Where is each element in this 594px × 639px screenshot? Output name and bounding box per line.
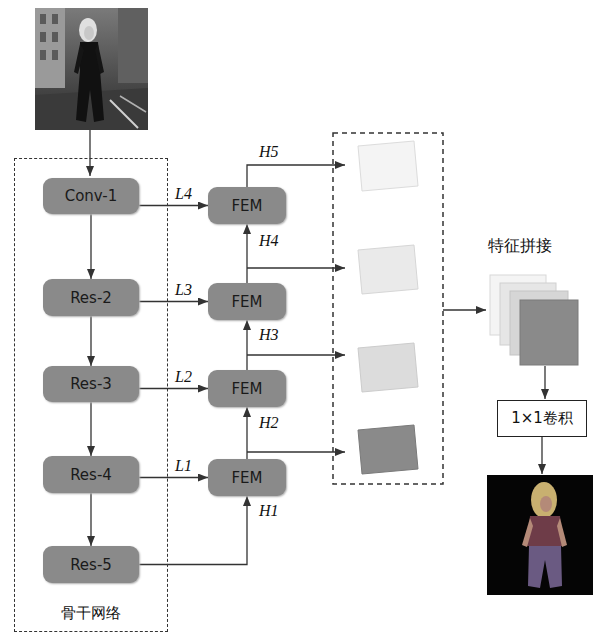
connector	[246, 320, 247, 370]
connector	[139, 477, 208, 478]
node-text: Conv-1	[65, 187, 118, 205]
node-text: Res-3	[70, 375, 112, 393]
conv-box: 1×1卷积	[497, 400, 587, 437]
connector	[90, 493, 91, 546]
backbone-layer: Res-4	[43, 456, 139, 493]
edge-label: L3	[174, 281, 193, 298]
node-text: 1×1卷积	[511, 409, 573, 428]
edge-label: H3	[258, 326, 280, 343]
concat-stack	[490, 275, 578, 365]
connector	[90, 316, 91, 366]
feature-map	[358, 343, 418, 392]
feature-map	[358, 425, 418, 474]
output-line	[247, 165, 345, 187]
fem-block: FEM	[208, 187, 286, 224]
backbone-group: 骨干网络 Conv-1Res-2Res-3Res-4Res-5	[14, 158, 168, 632]
feature-map	[358, 245, 418, 294]
connector	[246, 224, 247, 283]
node-text: Res-4	[70, 466, 112, 484]
connector	[90, 402, 91, 456]
edge-label: L1	[174, 457, 193, 474]
result-arrow	[541, 437, 542, 474]
stack-arrow	[544, 366, 545, 399]
input-photo	[35, 8, 148, 130]
connector	[139, 496, 247, 565]
connector	[246, 407, 247, 459]
node-text: FEM	[231, 197, 262, 215]
backbone-layer: Res-5	[43, 546, 139, 583]
fem-block: FEM	[208, 459, 286, 496]
connector	[139, 205, 208, 206]
feature-map-frame	[333, 133, 443, 484]
output-line	[247, 354, 345, 355]
node-text: FEM	[231, 469, 262, 487]
concat-label: 特征拼接	[488, 236, 552, 257]
output-line	[247, 267, 345, 268]
node-text: FEM	[231, 293, 262, 311]
feature-map	[358, 141, 418, 191]
input-arrow	[89, 130, 90, 176]
edge-label: L4	[174, 185, 193, 202]
node-text: FEM	[231, 380, 262, 398]
backbone-layer: Conv-1	[43, 178, 139, 214]
fem-block: FEM	[208, 283, 286, 320]
fem-block: FEM	[208, 370, 286, 407]
edge-label: L2	[174, 368, 193, 385]
backbone-layer: Res-3	[43, 366, 139, 402]
connector	[139, 388, 208, 389]
node-text: 骨干网络	[61, 604, 121, 623]
output-line	[247, 451, 345, 452]
edge-label: H2	[258, 414, 280, 431]
feature-label: H5	[258, 143, 280, 160]
node-text: Res-5	[70, 556, 112, 574]
concat-arrow	[443, 309, 486, 310]
connector	[139, 301, 208, 302]
edge-label: H1	[258, 502, 280, 519]
node-text: Res-2	[70, 289, 112, 307]
edge-label: H4	[258, 232, 280, 249]
output-map	[487, 475, 593, 595]
connector	[90, 214, 91, 279]
backbone-layer: Res-2	[43, 279, 139, 316]
